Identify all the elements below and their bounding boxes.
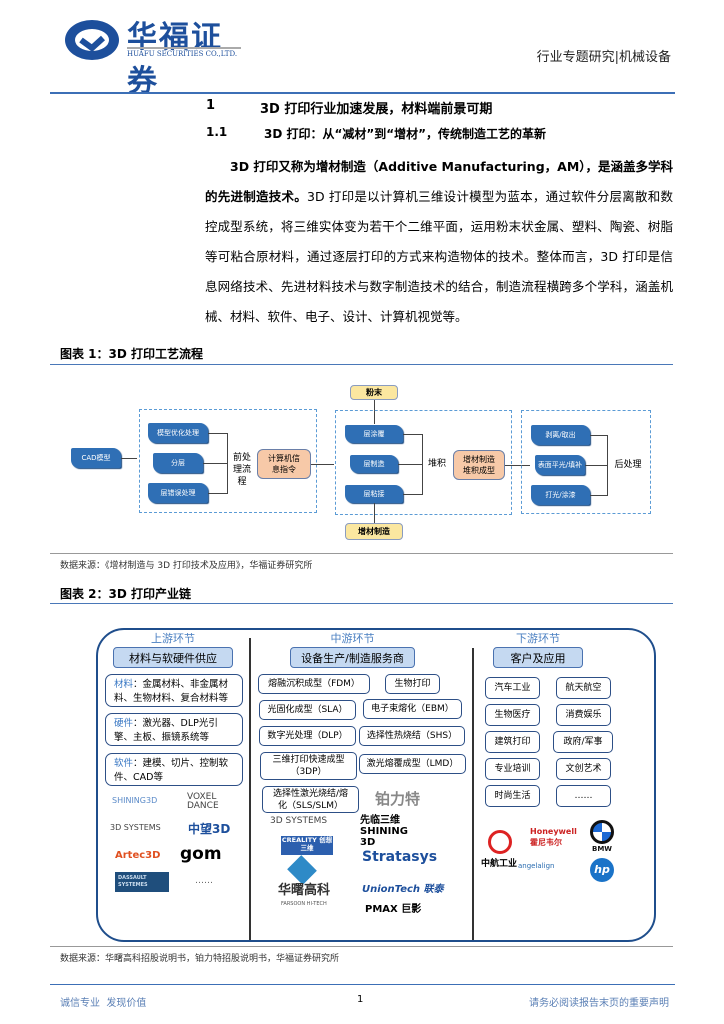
midstream-item: 光固化成型（SLA）: [259, 700, 356, 720]
figure1-caption: 图表 1：3D 打印工艺流程: [60, 347, 204, 361]
logo-3dsystems: 3D SYSTEMS: [110, 823, 161, 832]
logo-hp: hp: [590, 858, 614, 882]
logo-bmw: BMW: [591, 845, 613, 853]
pre-item: 分层: [153, 453, 203, 473]
figure2-caption: 图表 2：3D 打印产业链: [60, 587, 192, 601]
logo-pmax: PMAX 巨影: [365, 904, 422, 915]
avic-logo-icon: [488, 830, 512, 854]
logo-farsoon-en: FARSOON HI-TECH: [281, 901, 327, 907]
pre-label: 前处理流程: [232, 453, 251, 487]
downstream-item: 时尚生活: [485, 785, 540, 807]
post-item: 表面平光/填补: [535, 455, 585, 475]
logo-bright-laser: 铂力特: [375, 790, 421, 808]
logo-shining3d: 先临三维 SHINING 3D: [360, 815, 408, 848]
am-box: 增材制造: [345, 523, 403, 540]
page-number: 1: [357, 994, 364, 1005]
logo-shining3d: SHINING3D: [112, 796, 158, 805]
body-paragraph: 3D 打印又称为增材制造（Additive Manufacturing，AM），…: [205, 152, 673, 332]
company-logo: 华福证券 HUAFU SECURITIES CO.,LTD.: [63, 16, 243, 99]
footer-disclaimer: 请务必阅读报告末页的重要声明: [529, 998, 669, 1009]
downstream-item: 文创艺术: [556, 758, 611, 780]
midstream-item: 三维打印快速成型（3DP）: [260, 752, 357, 780]
midstream-item: 电子束熔化（EBM）: [363, 699, 462, 719]
midstream-item: 熔融沉积成型（FDM）: [258, 674, 370, 694]
upstream-item: 材料：金属材料、非金属材料、生物材料、复合材料等: [105, 674, 243, 707]
downstream-item: 专业培训: [485, 758, 540, 780]
downstream-item: 建筑打印: [485, 731, 540, 753]
midstream-item: 选择性热烧结（SHS）: [359, 726, 465, 746]
body-text: 3D 打印是以计算机三维设计模型为蓝本，通过软件分层离散和数控成型系统，将三维实…: [205, 189, 673, 324]
upstream-item: 硬件：激光器、DLP光引擎、主板、振镜系统等: [105, 713, 243, 746]
upstream-header: 材料与软硬件供应: [113, 647, 233, 668]
logo-farsoon: 华曙高科: [278, 883, 331, 898]
post-label: 后处理: [614, 460, 642, 470]
logo-uniontech: UnionTech 联泰: [362, 884, 444, 895]
subsection-number: 1.1: [206, 125, 228, 139]
mid-item: 层制造: [350, 455, 398, 473]
downstream-header: 客户及应用: [493, 647, 583, 668]
downstream-item: 消费娱乐: [556, 704, 611, 726]
mid-item: 层涂覆: [345, 425, 403, 443]
cad-model-box: CAD模型: [71, 448, 121, 468]
manufacture-group: [335, 410, 512, 515]
postprocess-group: [521, 410, 651, 514]
logo-voxeldance: VOXEL DANCE: [187, 792, 219, 811]
figure2-source: 数据来源：华曙高科招股说明书，铂力特招股说明书，华福证券研究所: [60, 954, 340, 964]
logo-creality: CREALITY 创想三维: [281, 836, 333, 855]
downstream-item: ……: [556, 785, 611, 807]
body-lead: 3D 打印又称为增材制造（Additive Manufacturing，AM），…: [205, 159, 674, 204]
section-number: 1: [206, 98, 216, 113]
logo-3dsystems: 3D SYSTEMS: [270, 816, 328, 826]
pre-item: 层错误处理: [148, 483, 208, 503]
downstream-item: 生物医疗: [485, 704, 540, 726]
subsection-title: 3D 打印：从“减材”到“增材”，传统制造工艺的革新: [264, 127, 547, 141]
downstream-item: 汽车工业: [485, 677, 540, 699]
logo-avic: 中航工业: [481, 859, 518, 869]
midstream-header: 设备生产/制造服务商: [290, 647, 415, 668]
logo-angelalign: angelalign: [518, 862, 555, 870]
logo-zwsoft: 中望3D: [188, 822, 231, 836]
pre-item: 模型优化处理: [148, 423, 208, 443]
huafu-logo-icon: [65, 20, 119, 60]
mid-item: 层粘接: [345, 485, 403, 503]
more-logos: ……: [195, 876, 213, 886]
post-item: 打光/涂漆: [531, 485, 590, 505]
midstream-title: 中游环节: [330, 632, 375, 645]
logo-honeywell: Honeywell 霍尼韦尔: [530, 827, 577, 847]
stack-label: 堆积: [427, 459, 446, 469]
downstream-title: 下游环节: [516, 632, 560, 645]
midstream-item: 激光熔覆成型（LMD）: [359, 754, 466, 774]
am-stack-box: 增材制造堆积成型: [453, 450, 505, 480]
logo-gom: gom: [180, 844, 222, 864]
company-name-en: HUAFU SECURITIES CO.,LTD.: [127, 50, 238, 58]
footer-slogan: 诚信专业 发现价值: [60, 998, 147, 1009]
midstream-item: 选择性激光烧结/熔化（SLS/SLM）: [262, 786, 359, 813]
report-category: 行业专题研究|机械设备: [536, 50, 671, 65]
downstream-item: 航天航空: [556, 677, 611, 699]
midstream-item: 生物打印: [385, 674, 440, 694]
downstream-item: 政府/军事: [553, 731, 613, 753]
powder-box: 粉末: [350, 385, 398, 400]
upstream-item: 软件：建模、切片、控制软件、CAD等: [105, 753, 243, 786]
logo-stratasys: Stratasys: [362, 849, 438, 865]
computer-instruction-box: 计算机信息指令: [257, 449, 311, 479]
bmw-logo-icon: [590, 820, 614, 844]
logo-artec3d: Artec3D: [115, 850, 161, 861]
preprocess-group: [139, 409, 317, 513]
figure1-source: 数据来源：《增材制造与 3D 打印技术及应用》，华福证券研究所: [60, 561, 313, 571]
logo-dassault: DASSAULT SYSTEMES: [115, 872, 169, 892]
company-name-cn: 华福证券: [127, 20, 223, 99]
section-title: 3D 打印行业加速发展，材料端前景可期: [260, 102, 493, 117]
midstream-item: 数字光处理（DLP）: [259, 726, 356, 746]
post-item: 剥离/取出: [531, 425, 590, 445]
upstream-title: 上游环节: [151, 632, 195, 645]
